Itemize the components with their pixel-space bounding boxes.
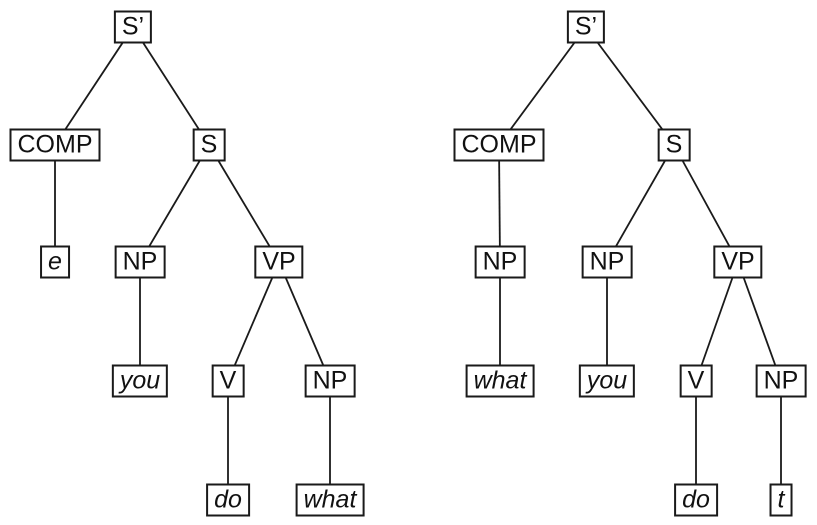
left-tree-edge-s-vp xyxy=(208,144,280,263)
right-tree-node-np-subj: NP xyxy=(581,245,633,279)
right-tree-node-you: you xyxy=(578,364,636,398)
left-tree-node-s: S xyxy=(192,128,226,162)
left-tree-node-you: you xyxy=(111,364,169,398)
right-tree-edge-vp-v xyxy=(695,261,739,382)
right-tree-node-do: do xyxy=(674,483,718,517)
left-tree-node-v: V xyxy=(211,364,245,398)
right-tree-node-s: S xyxy=(657,128,691,162)
left-tree-node-np-subj: NP xyxy=(114,245,166,279)
left-tree-node-vp: VP xyxy=(254,245,304,279)
right-tree-node-np-wh: NP xyxy=(474,245,526,279)
left-tree-node-s-prime: S’ xyxy=(113,10,153,44)
right-tree-node-np-obj: NP xyxy=(755,364,807,398)
right-tree-node-t: t xyxy=(769,483,793,517)
right-tree-edge-s-prime-s xyxy=(585,26,675,146)
right-tree-node-what: what xyxy=(465,364,535,398)
right-tree-edge-s-vp xyxy=(673,144,739,263)
left-tree-edge-s-prime-comp xyxy=(54,26,134,146)
left-tree-edge-vp-v xyxy=(227,261,280,382)
left-tree-edge-vp-np-obj xyxy=(278,261,331,382)
right-tree-edge-vp-np-obj xyxy=(737,261,782,382)
right-tree-edge-comp-np-wh xyxy=(498,144,501,263)
right-tree-edge-s-np-subj xyxy=(606,144,675,263)
right-tree-node-v: V xyxy=(679,364,713,398)
right-tree-edge-s-prime-comp xyxy=(498,26,587,146)
left-tree-node-comp: COMP xyxy=(9,128,101,162)
right-tree-node-s-prime: S’ xyxy=(566,10,606,44)
left-tree-node-e: e xyxy=(40,245,70,279)
left-tree-edge-s-prime-s xyxy=(132,26,210,146)
right-tree-node-vp: VP xyxy=(713,245,763,279)
left-tree-node-do: do xyxy=(206,483,250,517)
left-tree-node-what: what xyxy=(295,483,365,517)
left-tree-edge-s-np-subj xyxy=(139,144,210,263)
right-tree-node-comp: COMP xyxy=(453,128,545,162)
left-tree-node-np-obj: NP xyxy=(304,364,356,398)
